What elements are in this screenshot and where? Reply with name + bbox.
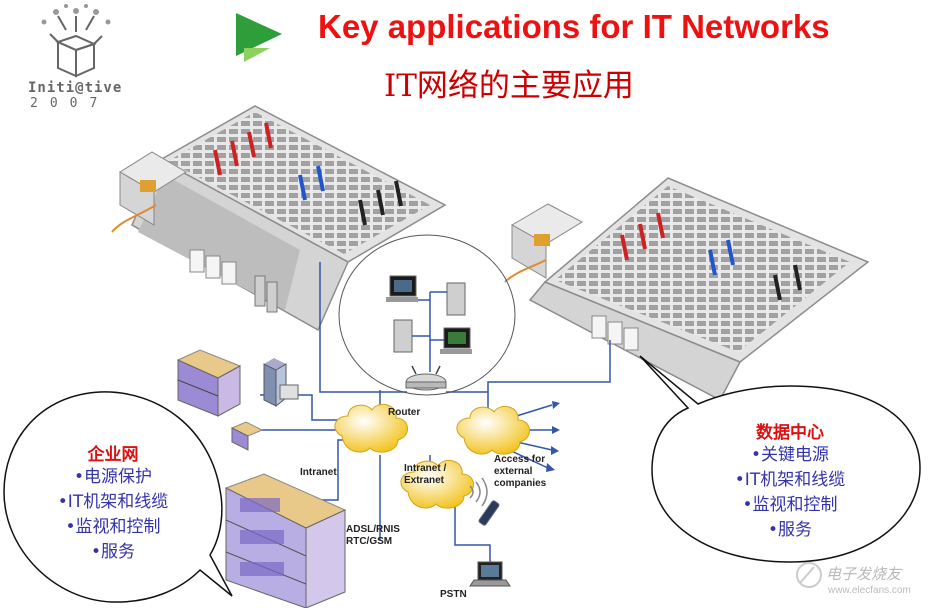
arrowheads [546, 401, 560, 472]
watermark-logo-icon [796, 562, 822, 588]
router-label: Router [388, 407, 421, 418]
mobile-phone-icon [478, 500, 500, 526]
left-bubble-content: 企业网 •电源保护 •IT机架和线缆 •监视和控制 •服务 [18, 440, 208, 565]
watermark-url: www.elecfans.com [828, 585, 911, 596]
page-title-chinese: IT网络的主要应用 [384, 68, 634, 104]
logo-text: Initi@tive [28, 80, 123, 96]
cloud-icon-access [456, 405, 530, 455]
right-bubble-item: •监视和控制 [742, 495, 838, 515]
wireless-signal-icon [469, 477, 488, 507]
server-tower-icon [263, 358, 299, 408]
small-office-illustration [230, 421, 264, 451]
right-bubble-item: •服务 [767, 520, 813, 540]
left-bubble-item: •监视和控制 [65, 517, 161, 537]
cloud-icon-extranet [400, 459, 474, 509]
data-center-left-illustration [111, 105, 447, 332]
right-bubble-title: 数据中心 [756, 423, 824, 443]
left-speech-bubble [3, 391, 233, 603]
adsl-label: ADSL/RNIS RTC/GSM [346, 524, 400, 547]
office-building-large-illustration [224, 473, 347, 608]
intranet-extranet-label: Intranet / Extranet [404, 463, 447, 486]
left-bubble-item: •服务 [90, 542, 136, 562]
right-bubble-content: 数据中心 •关键电源 •IT机架和线缆 •监视和控制 •服务 [690, 418, 890, 543]
initiative-logo [41, 4, 111, 78]
router-icon [405, 365, 447, 391]
access-external-label: Access for external companies [494, 454, 547, 489]
watermark-text: 电子发烧友 [826, 565, 902, 583]
green-arrow-icon [236, 13, 282, 62]
router-network-oval [338, 234, 516, 396]
logo-year: 2007 [30, 96, 110, 111]
intranet-label: Intranet [300, 467, 337, 478]
right-bubble-item: •IT机架和线缆 [734, 470, 846, 490]
left-bubble-item: •IT机架和线缆 [57, 492, 169, 512]
cloud-icon-intranet [334, 403, 408, 453]
right-speech-bubble [639, 355, 921, 563]
right-bubble-item: •关键电源 [750, 445, 830, 465]
data-center-right-illustration [504, 177, 870, 402]
office-building-small-illustration [176, 349, 242, 417]
left-bubble-title: 企业网 [87, 445, 139, 465]
pstn-label: PSTN [440, 589, 467, 600]
page-title-english: Key applications for IT Networks [318, 8, 830, 45]
left-bubble-item: •电源保护 [73, 467, 153, 487]
logo-box-icon [49, 15, 103, 78]
laptop-icon [469, 561, 511, 587]
workstation-icons [386, 275, 472, 372]
